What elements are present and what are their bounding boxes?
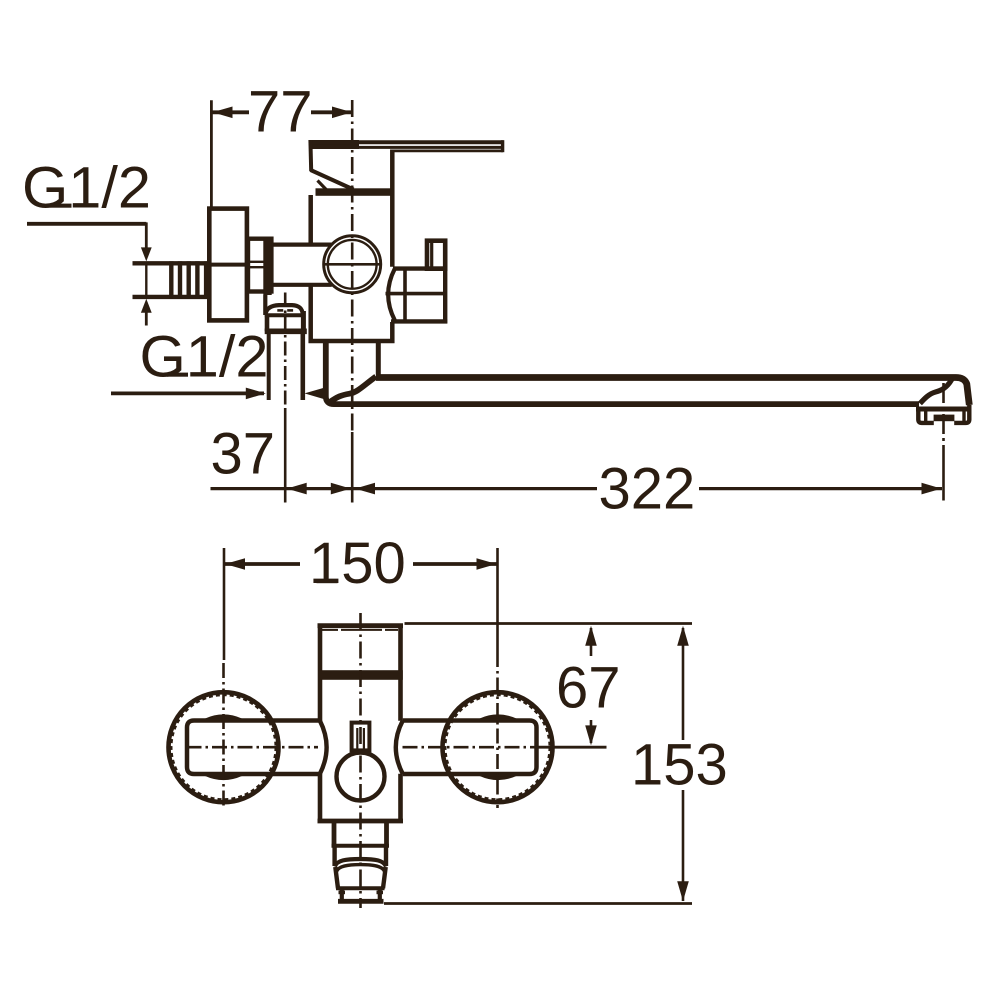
svg-text:150: 150 <box>309 531 406 596</box>
svg-text:G1/2: G1/2 <box>22 156 151 221</box>
svg-text:77: 77 <box>248 80 313 145</box>
svg-text:153: 153 <box>631 732 728 797</box>
svg-text:67: 67 <box>556 656 621 721</box>
svg-text:322: 322 <box>599 457 696 522</box>
svg-text:G1/2: G1/2 <box>140 325 269 390</box>
svg-text:37: 37 <box>211 422 276 487</box>
